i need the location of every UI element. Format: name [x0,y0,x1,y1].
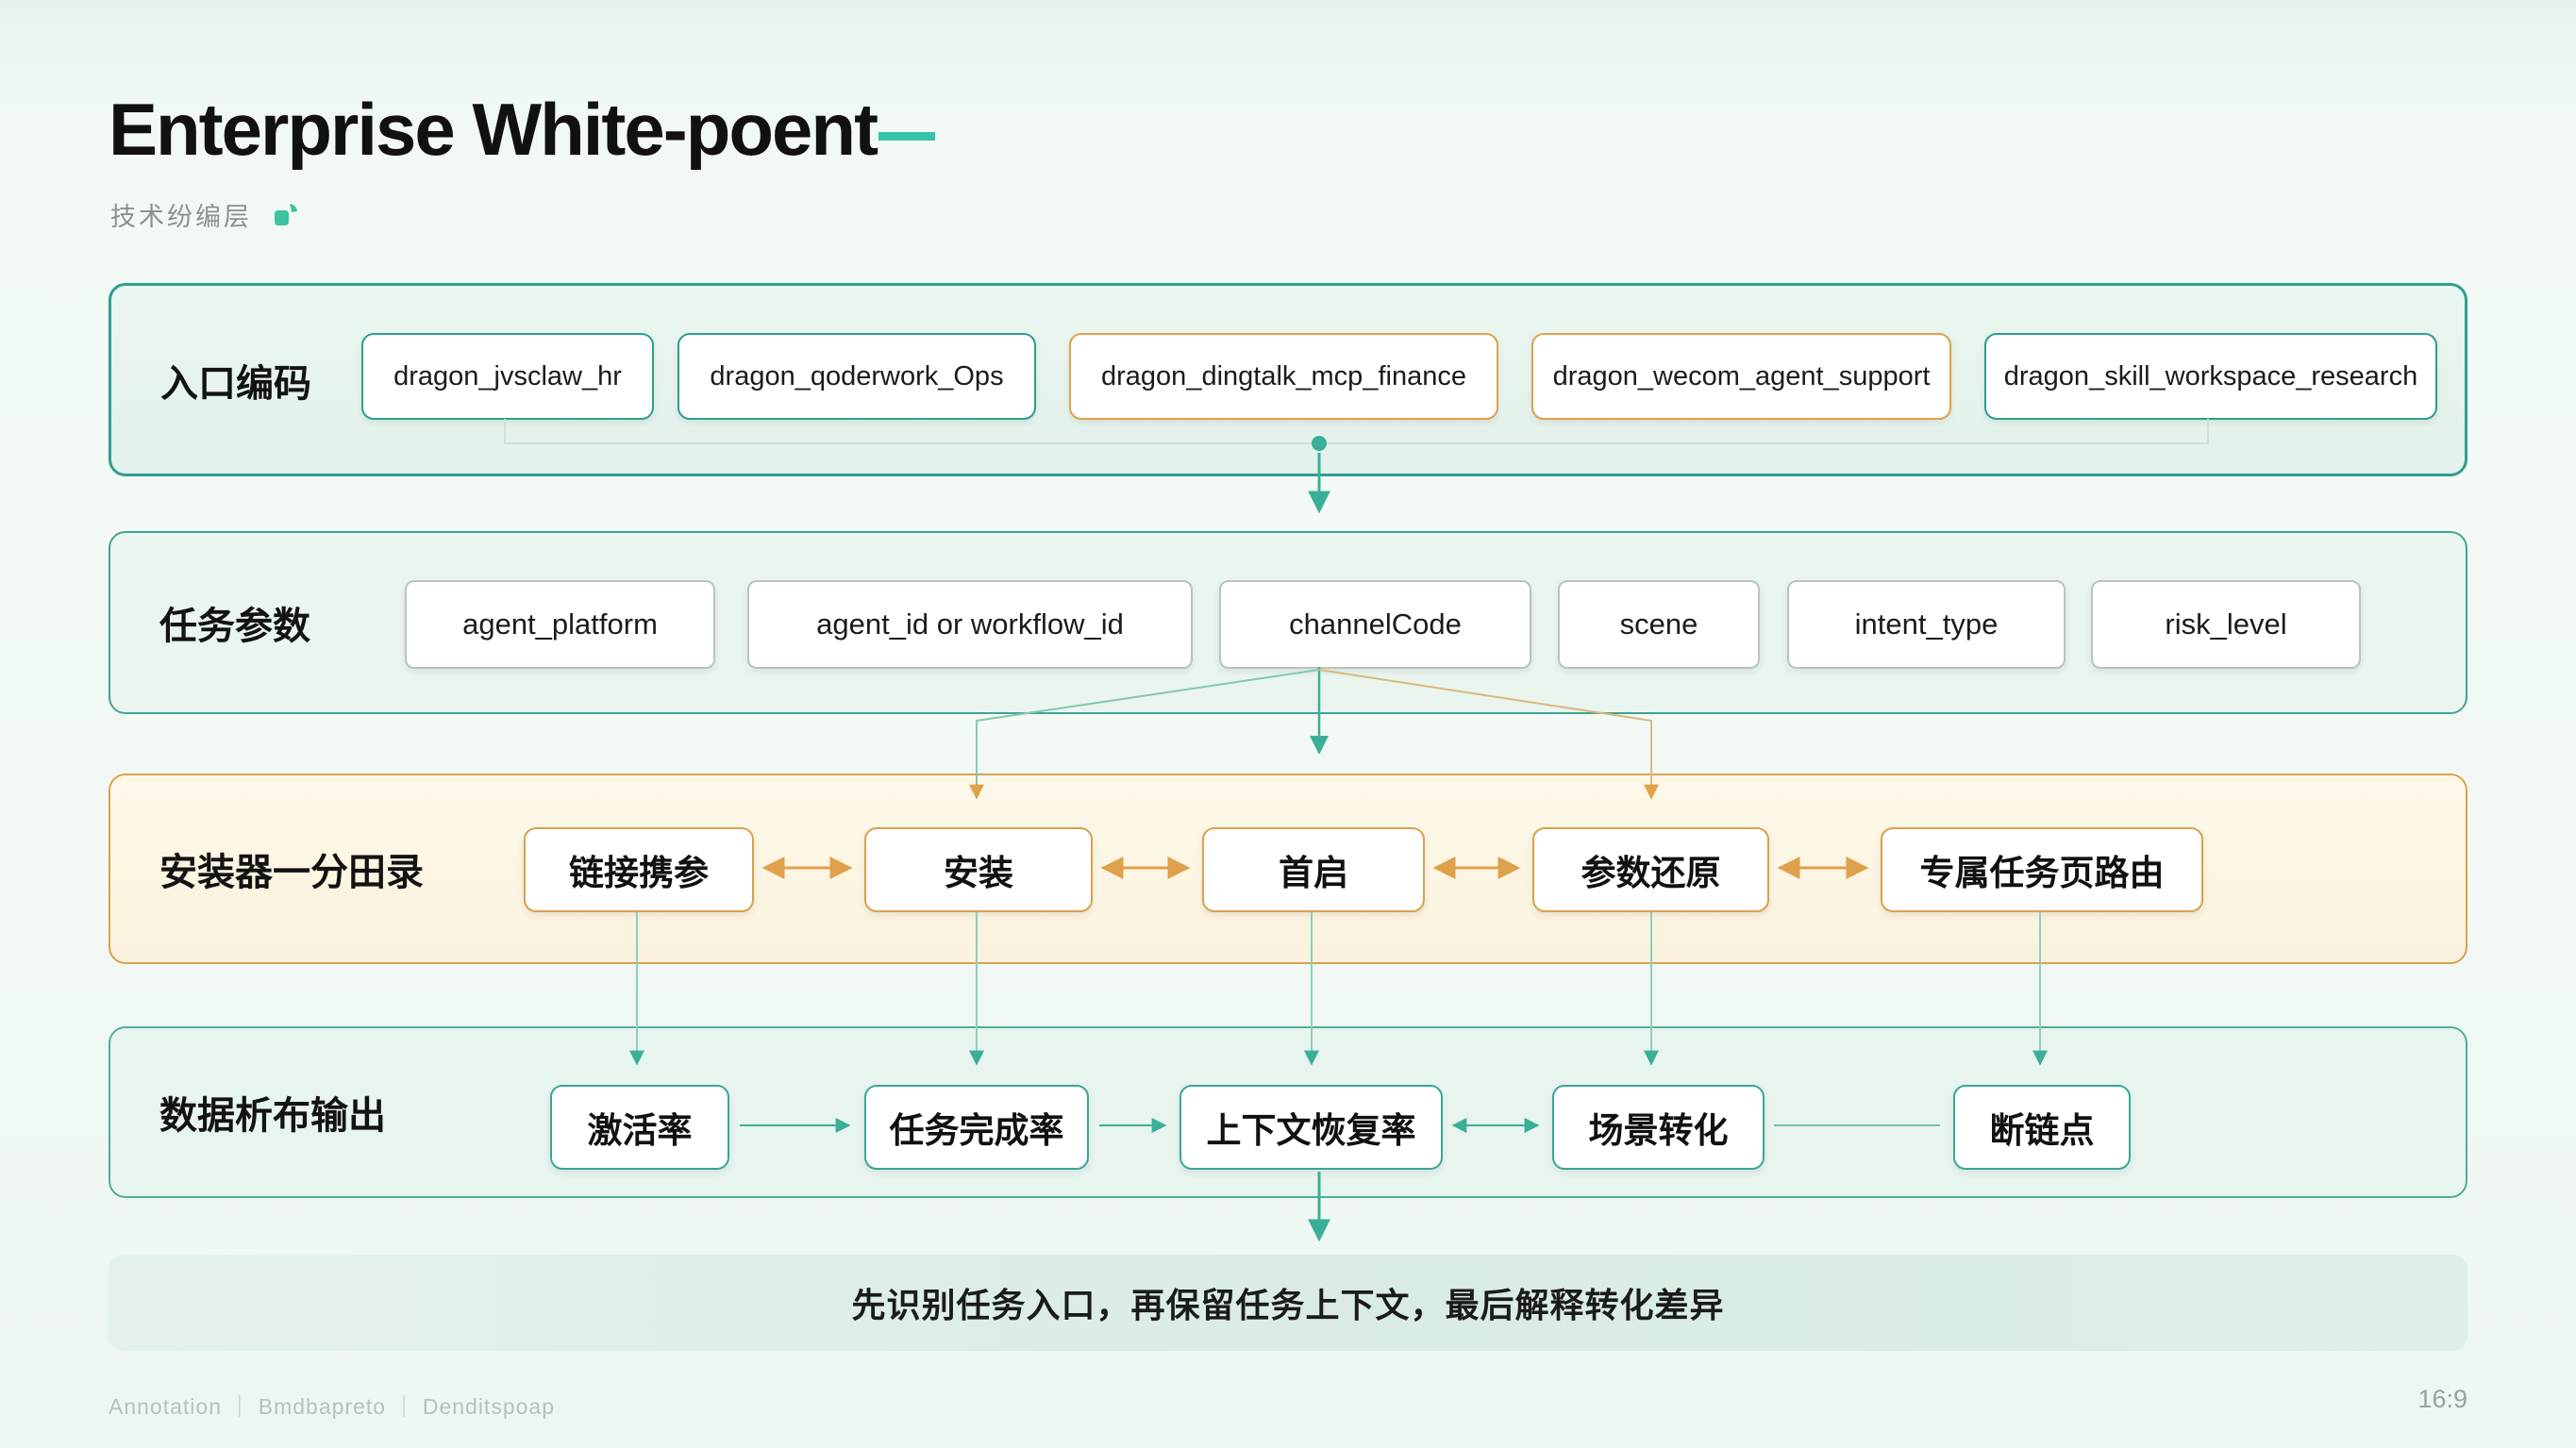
header: Enterprise White-poent [109,87,936,173]
aspect-ratio-label: 16:9 [2417,1385,2467,1413]
task-params-label: 任务参数 [159,606,310,647]
metric-node: 任务完成率 [864,1085,1089,1170]
entry-code-node: dragon_jvsclaw_hr [361,333,654,420]
install-step-node: 链接携参 [524,827,754,912]
task-params-band: 任务参数 agent_platform agent_id or workflow… [109,531,2467,714]
page-subtitle: 技术纷编层 [110,203,252,231]
entry-codes-label: 入口编码 [160,362,311,405]
install-flow-band: 安装器一分田录 链接携参 安装 首启 参数还原 专属任务页路由 [109,774,2467,964]
subtitle-row: 技术纷编层 [110,196,301,233]
install-flow-label: 安装器一分田录 [159,852,424,893]
metric-node: 场景转化 [1552,1085,1765,1170]
title-accent-dash [878,132,936,141]
param-node: channelCode [1219,580,1531,669]
param-node: agent_platform [405,580,715,669]
metric-node: 断链点 [1953,1085,2131,1170]
page-title: Enterprise White-poent [109,88,878,171]
param-node: intent_type [1787,580,2066,669]
entry-code-node: dragon_dingtalk_mcp_finance [1069,333,1498,420]
summary-banner: 先识别任务入口，再保留任务上下文，最后解释转化差异 [109,1255,2467,1351]
entry-code-node: dragon_wecom_agent_support [1531,333,1951,420]
summary-text: 先识别任务入口，再保留任务上下文，最后解释转化差异 [851,1286,1725,1324]
entry-code-node: dragon_qoderwork_Ops [677,333,1036,420]
install-step-node: 参数还原 [1532,827,1769,912]
entry-codes-band: 入口编码 dragon_jvsclaw_hr dragon_qoderwork_… [109,283,2467,476]
data-output-label: 数据析布输出 [159,1095,386,1137]
entry-code-node: dragon_skill_workspace_research [1984,333,2437,420]
data-output-band: 数据析布输出 激活率 任务完成率 上下文恢复率 场景转化 断链点 [109,1026,2467,1198]
footer-credits: Annotation ｜ Bmdbapreto ｜ Denditspoap [109,1394,555,1419]
metric-node: 上下文恢复率 [1179,1085,1443,1170]
param-node: risk_level [2091,580,2361,669]
install-step-node: 安装 [864,827,1093,912]
install-step-node: 专属任务页路由 [1881,827,2203,912]
brand-leaf-icon [275,203,297,225]
metric-node: 激活率 [550,1085,729,1170]
param-node: agent_id or workflow_id [747,580,1193,669]
param-node: scene [1558,580,1760,669]
install-step-node: 首启 [1202,827,1425,912]
